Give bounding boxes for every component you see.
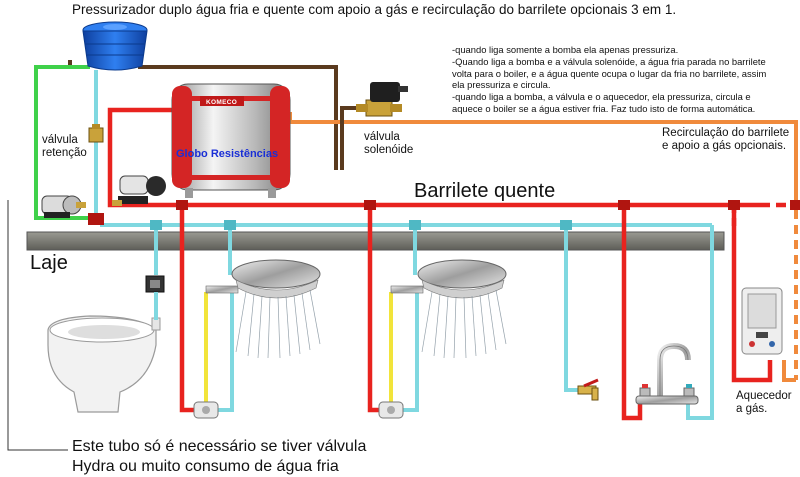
solenoid-valve-label: válvula solenóide [364,131,414,157]
switch-box-icon [145,275,165,293]
cold-pump-icon [41,195,86,218]
fittings [88,200,800,225]
mixed-pipes [204,292,393,405]
operation-notes: -quando liga somente a bomba ela apenas … [452,44,766,115]
note-line: -quando liga somente a bomba ela apenas … [452,44,679,55]
boiler-icon [171,83,291,198]
note-line: -quando liga a bomba, a válvula e o aque… [452,91,751,102]
footnote-pointer [7,200,68,451]
shower-1-icon [205,259,321,299]
shower-mixer-2-icon [378,401,404,419]
gas-heater-icon [741,287,783,355]
slab [26,231,725,251]
water-tank-icon [82,21,148,71]
check-valve-icon [88,124,104,143]
hot-manifold-label: Barrilete quente [414,180,556,202]
recirculation-label: Recirculação do barrilete e apoio a gás … [662,127,790,153]
toilet-icon [47,315,161,413]
check-valve-label: válvula retenção [42,134,87,160]
note-line: volta para o boiler, e a água quente ocu… [452,67,767,79]
shower-mixer-1-icon [193,401,219,419]
diagram-title: Pressurizador duplo água fria e quente c… [72,2,677,17]
footnote: Este tubo só é necessário se tiver válvu… [72,438,367,475]
faucet-icon [635,342,699,405]
boiler-brand-label: Globo Resistências [176,148,279,160]
note-line: aquece o boiler se a água estiver fria. … [452,102,756,114]
note-line: ela pressuriza e circula. [452,79,551,91]
shower-2-icon [390,259,507,299]
solenoid-valve-icon [356,82,408,117]
shower-1-water [235,289,321,359]
note-line: -Quando liga a bomba e a válvula solenói… [452,55,766,67]
tap-icon [577,378,599,401]
shower-2-water [421,289,507,359]
hot-pump-icon [112,175,166,206]
slab-label: Laje [30,252,68,274]
boiler-logo: KOMECO [206,99,238,106]
heater-label: Aquecedor a gás. [736,390,792,416]
recirc-pipe-heater [782,360,796,382]
solenoid-link [340,106,356,170]
cold-fittings [150,220,572,230]
